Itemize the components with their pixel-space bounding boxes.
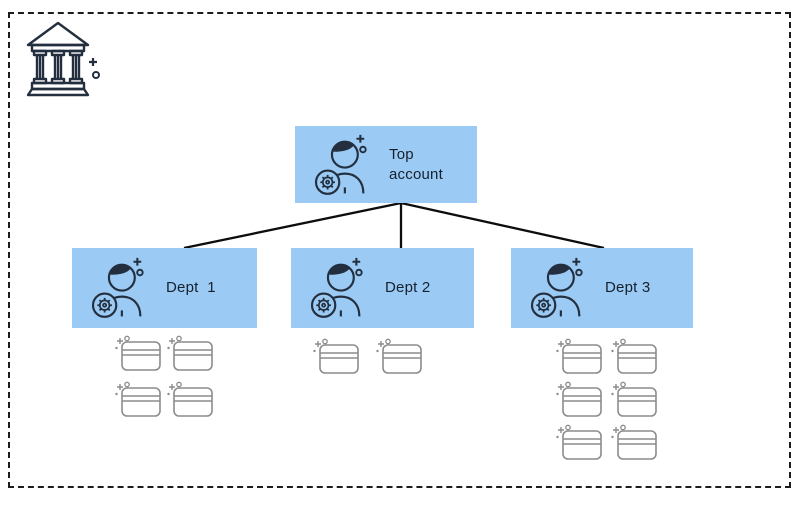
payment-card-icon — [611, 338, 657, 374]
dept-3-node: Dept 3 — [511, 248, 693, 328]
dept-3-cards — [553, 337, 660, 463]
payment-card-icon — [611, 381, 657, 417]
top-account-node: Top account — [295, 126, 477, 203]
admin-user-icon — [310, 257, 363, 318]
payment-card-icon — [115, 381, 161, 417]
payment-card-icon — [167, 335, 213, 371]
payment-card-icon — [313, 338, 359, 374]
dept-1-node: Dept 1 — [72, 248, 257, 328]
dept-2-cards — [310, 337, 425, 377]
top-account-label: Top account — [389, 146, 443, 183]
payment-card-icon — [376, 338, 422, 374]
dept-1-label: Dept 1 — [166, 279, 216, 297]
payment-card-icon — [556, 338, 602, 374]
admin-user-icon — [314, 134, 367, 195]
bank-icon — [26, 21, 100, 97]
dept-1-cards — [112, 334, 216, 420]
dept-2-node: Dept 2 — [291, 248, 474, 328]
dept-2-label: Dept 2 — [385, 279, 431, 297]
payment-card-icon — [556, 381, 602, 417]
payment-card-icon — [115, 335, 161, 371]
dept-3-label: Dept 3 — [605, 279, 651, 297]
dashed-boundary — [8, 12, 791, 488]
admin-user-icon — [530, 257, 583, 318]
payment-card-icon — [556, 424, 602, 460]
payment-card-icon — [167, 381, 213, 417]
admin-user-icon — [91, 257, 144, 318]
payment-card-icon — [611, 424, 657, 460]
